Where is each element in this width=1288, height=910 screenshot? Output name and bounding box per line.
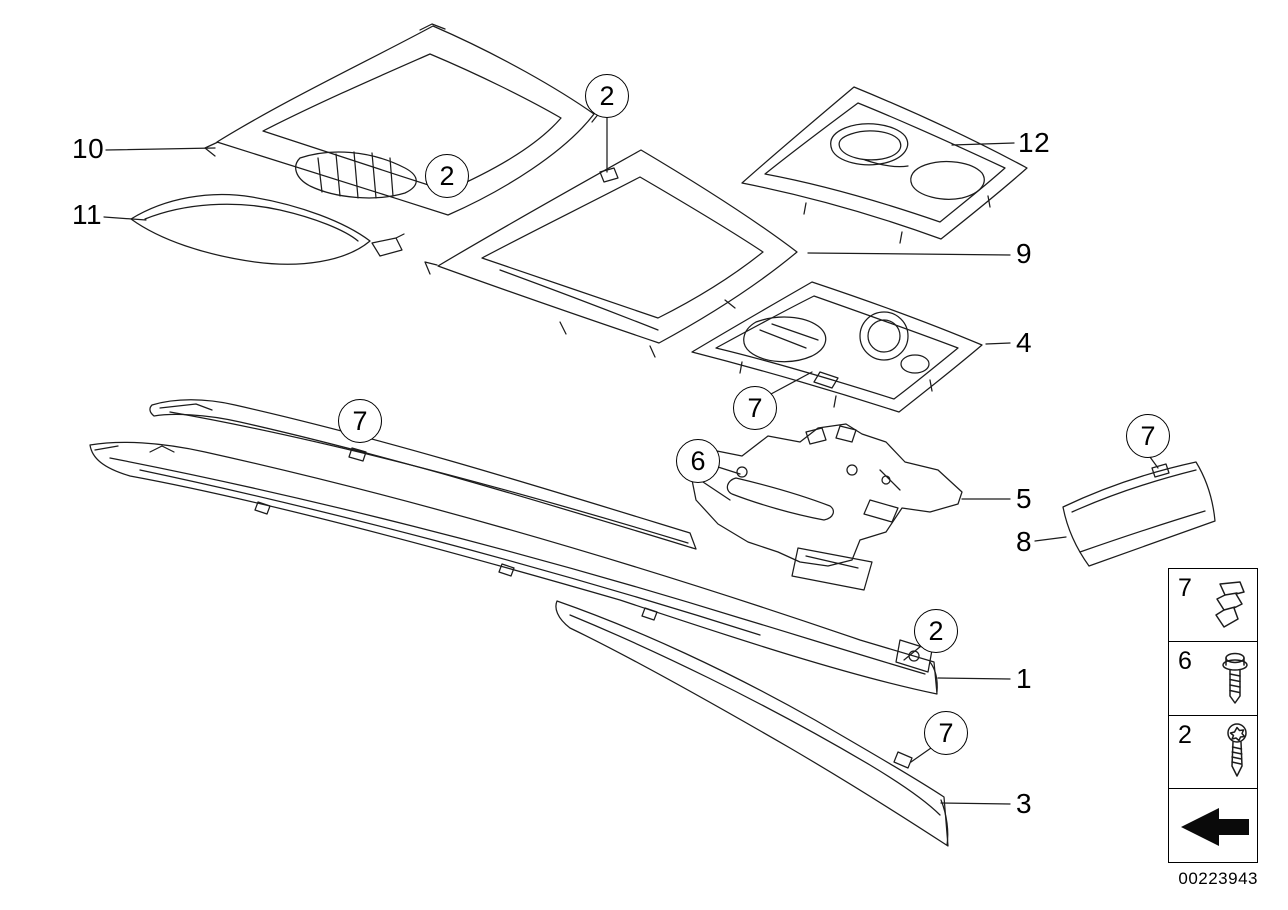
callout-2-b[interactable]: 2 bbox=[425, 154, 469, 198]
leader-lines bbox=[103, 117, 1159, 805]
diagram-number: 00223943 bbox=[1178, 869, 1258, 888]
part-12-rear-trim-panel bbox=[741, 86, 1028, 244]
clip-icon bbox=[1215, 580, 1245, 628]
legend-label-2: 2 bbox=[1178, 720, 1192, 749]
direction-arrow-icon bbox=[1181, 807, 1249, 846]
legend-row-clip: 7 bbox=[1168, 568, 1258, 643]
callout-7-b[interactable]: 7 bbox=[1126, 414, 1170, 458]
part-5-carrier bbox=[689, 423, 963, 591]
callout-11[interactable]: 11 bbox=[72, 199, 103, 230]
callout-4[interactable]: 4 bbox=[1016, 327, 1033, 358]
callout-1[interactable]: 1 bbox=[1016, 663, 1033, 694]
callout-12[interactable]: 12 bbox=[1018, 127, 1051, 158]
callout-10[interactable]: 10 bbox=[72, 133, 105, 164]
callout-3[interactable]: 3 bbox=[1016, 788, 1033, 819]
part-3-trim-strip bbox=[555, 600, 949, 847]
callout-7-d[interactable]: 7 bbox=[338, 399, 382, 443]
hardware-legend: 7 6 2 bbox=[1168, 568, 1258, 864]
callout-7-c[interactable]: 7 bbox=[924, 711, 968, 755]
screw-icon bbox=[1227, 723, 1247, 778]
part-10-trim-frame bbox=[204, 23, 601, 216]
legend-row-screw: 2 bbox=[1168, 714, 1258, 790]
callout-8[interactable]: 8 bbox=[1016, 526, 1033, 557]
trim-strip-upper bbox=[149, 399, 697, 550]
callout-6[interactable]: 6 bbox=[676, 439, 720, 483]
part-11-trim-blade bbox=[130, 193, 405, 265]
part-9-center-frame bbox=[424, 149, 798, 358]
callout-2-c[interactable]: 2 bbox=[914, 609, 958, 653]
part-4-shifter-trim-panel bbox=[691, 281, 983, 413]
callout-5[interactable]: 5 bbox=[1016, 483, 1033, 514]
callout-7-a[interactable]: 7 bbox=[733, 386, 777, 430]
legend-row-arrow bbox=[1168, 788, 1258, 864]
legend-row-bolt: 6 bbox=[1168, 641, 1258, 717]
callout-2-a[interactable]: 2 bbox=[585, 74, 629, 118]
legend-label-6: 6 bbox=[1178, 647, 1192, 676]
part-8-end-trim bbox=[1062, 461, 1216, 567]
bolt-icon bbox=[1222, 652, 1248, 704]
part-1-trim-strip bbox=[89, 441, 938, 695]
callout-9[interactable]: 9 bbox=[1016, 238, 1033, 269]
legend-label-7: 7 bbox=[1178, 574, 1192, 602]
